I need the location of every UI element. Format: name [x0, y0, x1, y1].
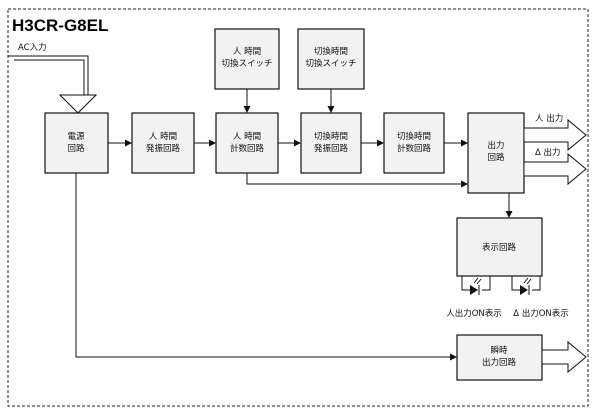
- display-lead-left-a: [461, 276, 470, 291]
- display-circuit-block: 表示回路: [456, 217, 543, 277]
- output-circuit-block: 出力 回路: [467, 112, 525, 194]
- power-circuit-block: 電源 回路: [44, 112, 109, 174]
- delta-output-arrow: [523, 152, 587, 186]
- star-counter-label-1: 人 時間: [233, 132, 261, 142]
- star-time-switch: 人 時間 切換スイッチ: [214, 28, 280, 90]
- star-on-led-rays: [473, 277, 482, 285]
- star-oscillator-label-1: 人 時間: [149, 132, 177, 142]
- star-on-indicator-label: 人出力ON表示: [446, 308, 502, 319]
- connector-power-to-instant: [75, 173, 457, 361]
- switch-counter-block: 切換時間 計数回路: [383, 112, 445, 174]
- ac-input-line: [8, 55, 89, 95]
- delta-on-led-icon: [520, 285, 528, 295]
- display-lead-left-b: [482, 276, 491, 291]
- switch-counter-label-2: 計数回路: [397, 143, 432, 154]
- display-circuit-label: 表示回路: [482, 242, 517, 253]
- display-lead-right-a: [511, 276, 520, 291]
- switch-time-switch-label-2: 切換スイッチ: [305, 58, 356, 69]
- ac-input-label: AC入力: [18, 42, 47, 53]
- delta-on-led-rays: [523, 277, 532, 285]
- ac-input-arrowhead: [58, 94, 98, 114]
- star-oscillator-block: 人 時間 発振回路: [131, 112, 195, 174]
- display-lead-right-b: [532, 276, 541, 291]
- star-counter-label-2: 計数回路: [230, 143, 265, 154]
- star-time-switch-label-2: 切換スイッチ: [221, 58, 272, 69]
- star-counter-block: 人 時間 計数回路: [215, 112, 279, 174]
- instant-output-block: 瞬時 出力回路: [456, 334, 543, 381]
- switch-oscillator-label-1: 切換時間: [314, 131, 348, 142]
- instant-output-arrow: [541, 340, 587, 374]
- star-output-label: 人 出力: [535, 113, 563, 124]
- device-boundary: [7, 8, 589, 407]
- star-oscillator-label-2: 発振回路: [146, 143, 181, 154]
- switch-oscillator-label-2: 発振回路: [314, 143, 349, 154]
- power-circuit-label-1: 電源: [67, 132, 85, 142]
- instant-output-label-1: 瞬時: [490, 346, 508, 356]
- switch-oscillator-block: 切換時間 発振回路: [300, 112, 362, 174]
- diagram-title: H3CR-G8EL: [12, 16, 108, 35]
- output-circuit-label-2: 回路: [487, 152, 505, 163]
- switch-counter-label-1: 切換時間: [397, 131, 431, 142]
- output-circuit-label-1: 出力: [487, 140, 504, 151]
- ac-input-line-inner: [14, 59, 85, 95]
- connector-star-count-to-output: [246, 173, 468, 188]
- star-on-led-icon: [470, 285, 478, 295]
- star-output-arrow: [523, 118, 587, 152]
- switch-time-switch-label-1: 切換時間: [314, 46, 348, 57]
- delta-output-label: Δ 出力: [535, 147, 561, 158]
- star-time-switch-label-1: 人 時間: [233, 47, 261, 57]
- power-circuit-label-2: 回路: [67, 143, 85, 154]
- delta-on-indicator-label: Δ 出力ON表示: [513, 308, 569, 319]
- switch-time-switch: 切換時間 切換スイッチ: [297, 28, 365, 90]
- instant-output-label-2: 出力回路: [482, 357, 517, 368]
